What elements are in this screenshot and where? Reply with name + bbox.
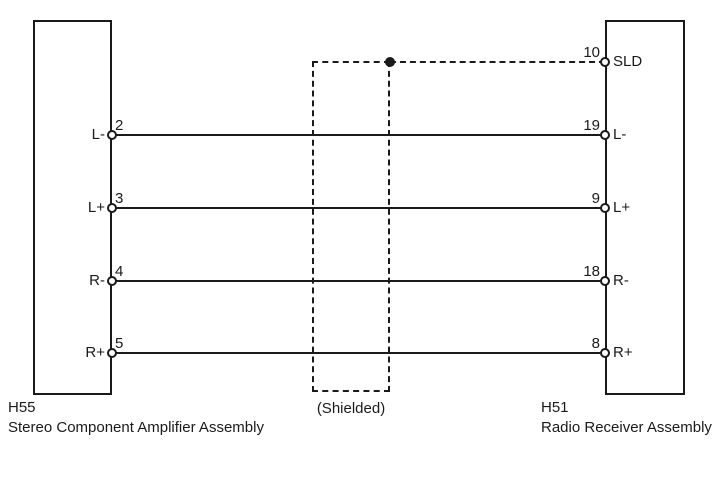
left-connector-box [33, 20, 112, 395]
pin-terminal-right [600, 203, 610, 213]
pin-label: L+ [87, 199, 105, 216]
pin-terminal-left [107, 348, 117, 358]
pin-terminal-right [600, 276, 610, 286]
pin-terminal-left [107, 276, 117, 286]
shield-wire [390, 61, 605, 63]
shield-junction-dot [385, 57, 395, 67]
pin-number: 8 [591, 335, 600, 352]
pin-terminal-left [107, 130, 117, 140]
pin-number: 3 [115, 190, 124, 207]
pin-label: L- [613, 126, 627, 143]
shield-boundary-box [312, 61, 390, 392]
pin-terminal-left [107, 203, 117, 213]
pin-number: 10 [583, 44, 600, 61]
pin-number: 2 [115, 117, 124, 134]
left-connector-name: Stereo Component Amplifier Assembly [8, 419, 264, 436]
pin-terminal-right [600, 348, 610, 358]
pin-label: L+ [613, 199, 631, 216]
pin-terminal-right-sld [600, 57, 610, 67]
shield-caption: (Shielded) [316, 400, 386, 417]
pin-label: R+ [613, 344, 633, 361]
pin-label: R+ [85, 344, 105, 361]
pin-number: 4 [115, 263, 124, 280]
left-connector-code: H55 [8, 399, 36, 416]
wire-l-plus [112, 207, 605, 209]
wire-r-minus [112, 280, 605, 282]
pin-number: 9 [591, 190, 600, 207]
right-connector-code: H51 [541, 399, 569, 416]
pin-number: 18 [583, 263, 600, 280]
pin-terminal-right [600, 130, 610, 140]
pin-label: SLD [613, 53, 643, 70]
right-connector-name: Radio Receiver Assembly [541, 419, 712, 436]
pin-label: R- [89, 272, 105, 289]
pin-number: 5 [115, 335, 124, 352]
wire-l-minus [112, 134, 605, 136]
wire-r-plus [112, 352, 605, 354]
pin-label: L- [91, 126, 105, 143]
pin-label: R- [613, 272, 629, 289]
pin-number: 19 [583, 117, 600, 134]
